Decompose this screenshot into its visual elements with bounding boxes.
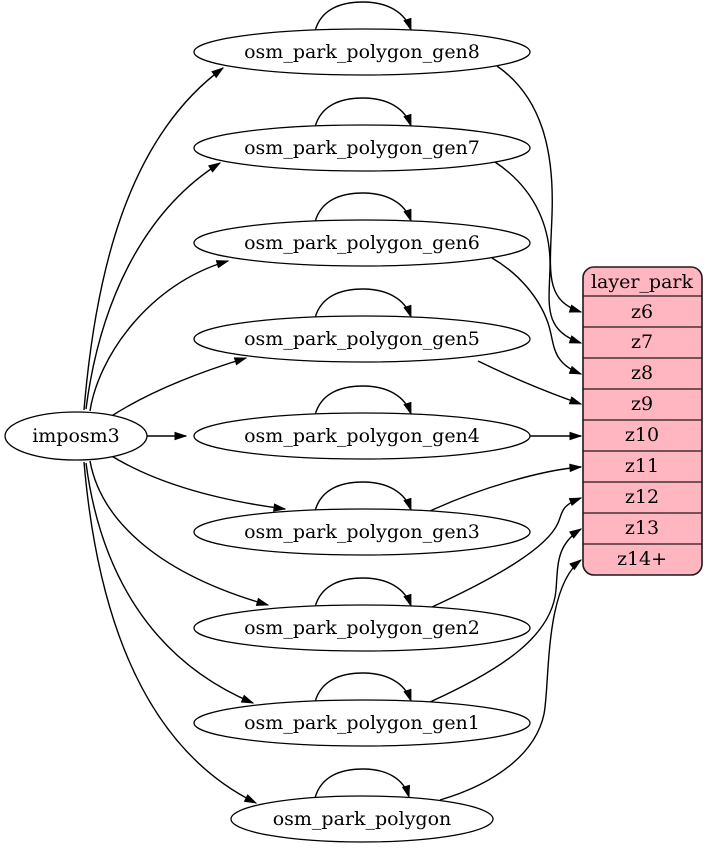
edge-imposm3-gen2: [89, 460, 268, 605]
node-osm-park-polygon-gen2: osm_park_polygon_gen2: [193, 604, 531, 652]
layer-row-z12: z12: [625, 486, 659, 508]
edge-gen7-z7: [494, 161, 581, 344]
edge-imposm3-gen5: [109, 358, 246, 418]
self-loop-gen1: [314, 672, 412, 702]
layer-park-box: [582, 266, 703, 576]
layer-park-separators: [583, 295, 702, 545]
node-osm-park-polygon-gen8: osm_park_polygon_gen8: [193, 28, 531, 76]
edge-gen3-z11: [429, 467, 581, 512]
layer-row-z9: z9: [631, 393, 653, 415]
node-gen6-label: osm_park_polygon_gen6: [244, 232, 480, 254]
node-gen5-shape: [193, 315, 531, 363]
self-loop-polygon: [314, 768, 409, 798]
layer-row-z7: z7: [631, 331, 653, 353]
node-gen3-label: osm_park_polygon_gen3: [244, 521, 480, 543]
node-osm-park-polygon-gen1: osm_park_polygon_gen1: [193, 699, 531, 747]
layer-row-z11: z11: [625, 455, 659, 477]
node-osm-park-polygon-gen6: osm_park_polygon_gen6: [193, 219, 531, 267]
self-loop-gen6: [314, 192, 412, 222]
edge-polygon-z14plus: [439, 560, 581, 801]
node-gen8-label: osm_park_polygon_gen8: [244, 41, 480, 63]
node-gen2-shape: [193, 604, 531, 652]
node-imposm3-shape: [4, 411, 148, 461]
edge-imposm3-gen6: [89, 261, 228, 412]
node-polygon-label: osm_park_polygon: [273, 808, 452, 830]
node-gen3-shape: [193, 508, 531, 556]
node-gen4-shape: [193, 412, 531, 460]
node-gen6-shape: [193, 219, 531, 267]
self-loop-gen5: [314, 288, 412, 318]
node-gen4-label: osm_park_polygon_gen4: [244, 425, 480, 447]
layer-row-z6: z6: [631, 301, 653, 323]
edge-gen6-z8: [491, 257, 581, 375]
self-loop-gen8: [314, 1, 412, 31]
edge-gen8-z6: [496, 65, 581, 313]
edge-gen2-z12: [431, 497, 581, 608]
node-gen7-label: osm_park_polygon_gen7: [244, 137, 480, 159]
node-layer-park: layer_park z6 z7 z8 z9 z10 z11 z12 z13 z…: [582, 266, 703, 576]
node-osm-park-polygon-gen7: osm_park_polygon_gen7: [193, 124, 531, 172]
node-osm-park-polygon-gen3: osm_park_polygon_gen3: [193, 508, 531, 556]
node-gen8-shape: [193, 28, 531, 76]
edges-from-source: [83, 68, 285, 804]
self-loop-gen2: [314, 577, 412, 607]
node-osm-park-polygon-gen4: osm_park_polygon_gen4: [193, 412, 531, 460]
edge-gen5-z9: [477, 360, 581, 405]
self-loop-gen3: [314, 481, 412, 511]
node-gen1-label: osm_park_polygon_gen1: [244, 712, 480, 734]
edge-gen1-z13: [429, 529, 581, 703]
node-imposm3-label: imposm3: [32, 425, 120, 447]
layer-park-header: layer_park: [591, 271, 694, 293]
edge-imposm3-gen8: [83, 68, 223, 411]
node-gen5-label: osm_park_polygon_gen5: [244, 328, 480, 350]
edge-imposm3-gen1: [85, 462, 253, 704]
node-imposm3: imposm3: [4, 411, 148, 461]
layer-row-z10: z10: [625, 424, 659, 446]
self-loop-gen4: [314, 385, 412, 415]
node-osm-park-polygon-gen5: osm_park_polygon_gen5: [193, 315, 531, 363]
node-gen1-shape: [193, 699, 531, 747]
layer-row-z14plus: z14+: [617, 548, 667, 570]
node-gen7-shape: [193, 124, 531, 172]
layer-row-z13: z13: [625, 517, 659, 539]
node-gen2-label: osm_park_polygon_gen2: [244, 617, 480, 639]
node-osm-park-polygon: osm_park_polygon: [230, 795, 494, 843]
node-polygon-shape: [230, 795, 494, 843]
layer-row-z8: z8: [631, 362, 653, 384]
edge-imposm3-gen3: [109, 454, 285, 509]
edge-imposm3-gen7: [85, 163, 220, 410]
self-loops: [314, 1, 412, 798]
edges-to-layer: [429, 65, 581, 801]
edge-imposm3-polygon: [83, 461, 256, 804]
self-loop-gen7: [314, 97, 412, 127]
